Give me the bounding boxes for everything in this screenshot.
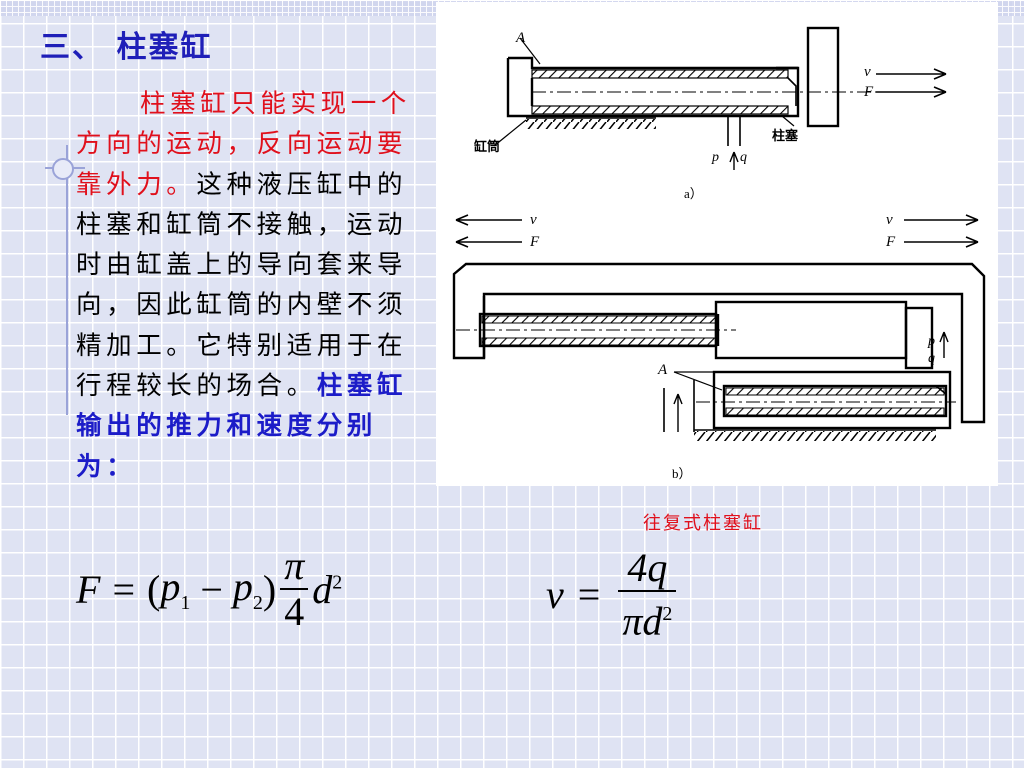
label-cylinder: 缸筒 <box>473 139 500 155</box>
minus-sign: − <box>200 566 223 612</box>
sub-caption-a: a） <box>684 186 703 201</box>
diagram-b <box>452 214 986 441</box>
label-v-b-right: v <box>886 212 893 228</box>
label-F-a: F <box>863 84 874 100</box>
diagram-a <box>493 26 947 170</box>
label-plunger: 柱塞 <box>772 128 799 144</box>
speed-formula: v = 4q πd2 <box>546 546 680 643</box>
figure-caption: 往复式柱塞缸 <box>643 513 763 534</box>
construction-explanation: 这种液压缸中的柱塞和缸筒不接触，运动时由缸盖上的导向套来导向，因此缸筒的内壁不须… <box>76 169 408 402</box>
label-v-b-left: v <box>530 212 537 228</box>
speed-denominator: πd2 <box>622 598 673 644</box>
label-A-b: A <box>657 362 668 378</box>
label-F-b-right: F <box>885 234 896 250</box>
label-F-b-left: F <box>529 234 540 250</box>
force-symbol: F <box>76 566 101 612</box>
formula-intro: 柱塞缸输出的推力和速度分别为： <box>76 371 408 482</box>
equals-sign-speed: = <box>577 572 601 618</box>
speed-fraction: 4q πd2 <box>618 546 677 644</box>
decorative-vertical-line <box>66 145 68 415</box>
plunger-cylinder-diagram: A v F 缸筒 柱塞 p q a） <box>436 2 998 486</box>
one-direction-statement: 柱塞缸只能实现一个方向的运动，反向运动要靠外力。 <box>76 89 411 200</box>
force-formula: F = ( p1 − p2 ) π 4 d2 <box>76 544 342 634</box>
label-p-a: p <box>711 150 719 165</box>
equals-sign: = <box>112 566 135 612</box>
description-paragraph: 柱塞缸只能实现一个方向的运动，反向运动要靠外力。这种液压缸中的柱塞和缸筒不接触，… <box>76 84 416 487</box>
label-q-b: q <box>928 351 935 366</box>
diameter-squared: d2 <box>312 566 343 612</box>
pressure-p2: p2 <box>232 564 263 614</box>
label-v-a: v <box>864 64 871 80</box>
close-paren: ) <box>262 566 277 612</box>
speed-symbol: v <box>546 572 564 618</box>
label-a-part: A <box>515 30 526 46</box>
slide-title: 三、 柱塞缸 <box>40 30 213 65</box>
open-paren: ( <box>147 566 161 612</box>
sub-caption-b: b） <box>672 466 692 481</box>
label-q-a: q <box>740 150 747 165</box>
pi-over-four-fraction: π 4 <box>280 544 309 634</box>
pressure-p1: p1 <box>160 564 191 614</box>
label-p-b: p <box>927 334 935 349</box>
decorative-circle <box>52 158 74 180</box>
